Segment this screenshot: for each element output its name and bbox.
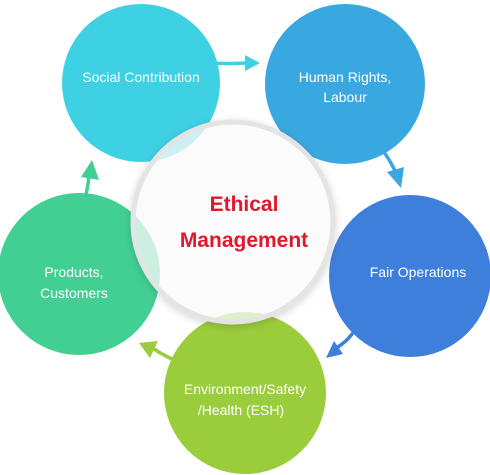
node-environment-safety-health: Environment/Safety /Health (ESH) [164,312,326,474]
arrow-human-to-fair-head [387,167,404,188]
arrow-human-to-fair-line [382,150,398,175]
node-social-label-1: Social Contribution [82,69,200,85]
center-title-line-2: Management [180,229,308,252]
arrow-fair-to-esh-head [326,341,343,358]
arrow-esh-to-products-head [139,341,158,358]
arrow-fair-to-esh-line [336,332,354,349]
node-fair-label-1: Fair Operations [370,264,466,280]
center-hub: Ethical Management [130,119,336,325]
node-human-label-1: Human Rights, [299,69,392,85]
arrow-esh-to-products-line [152,347,174,361]
arrow-products-to-social-line [84,174,91,196]
node-social-contribution: Social Contribution [62,4,220,162]
arrow-social-to-human [209,55,260,71]
node-products-label-1: Products, [44,264,103,280]
arrow-fair-to-esh [326,332,354,358]
node-esh-label-1: Environment/Safety [184,381,306,397]
arrow-human-to-fair [382,150,404,188]
center-hub-circle [130,119,336,325]
node-human-circle [265,4,425,164]
center-title-line-1: Ethical [210,193,279,216]
arrow-products-to-social [81,160,99,196]
arrow-social-to-human-head [245,55,260,71]
node-products-customers: Products, Customers [0,193,160,355]
arrow-social-to-human-line [209,61,248,66]
node-human-rights-labour: Human Rights, Labour [265,4,425,164]
node-esh-label-2: /Health (ESH) [198,402,284,418]
node-products-label-2: Customers [40,285,108,301]
node-esh-circle [164,312,326,474]
node-fair-circle [329,195,490,357]
node-social-circle [62,4,220,162]
arrow-products-to-social-head [81,160,99,180]
node-fair-operations: Fair Operations [329,195,490,357]
node-products-circle [0,193,160,355]
node-human-label-2: Labour [323,89,367,105]
arrow-esh-to-products [139,341,174,361]
